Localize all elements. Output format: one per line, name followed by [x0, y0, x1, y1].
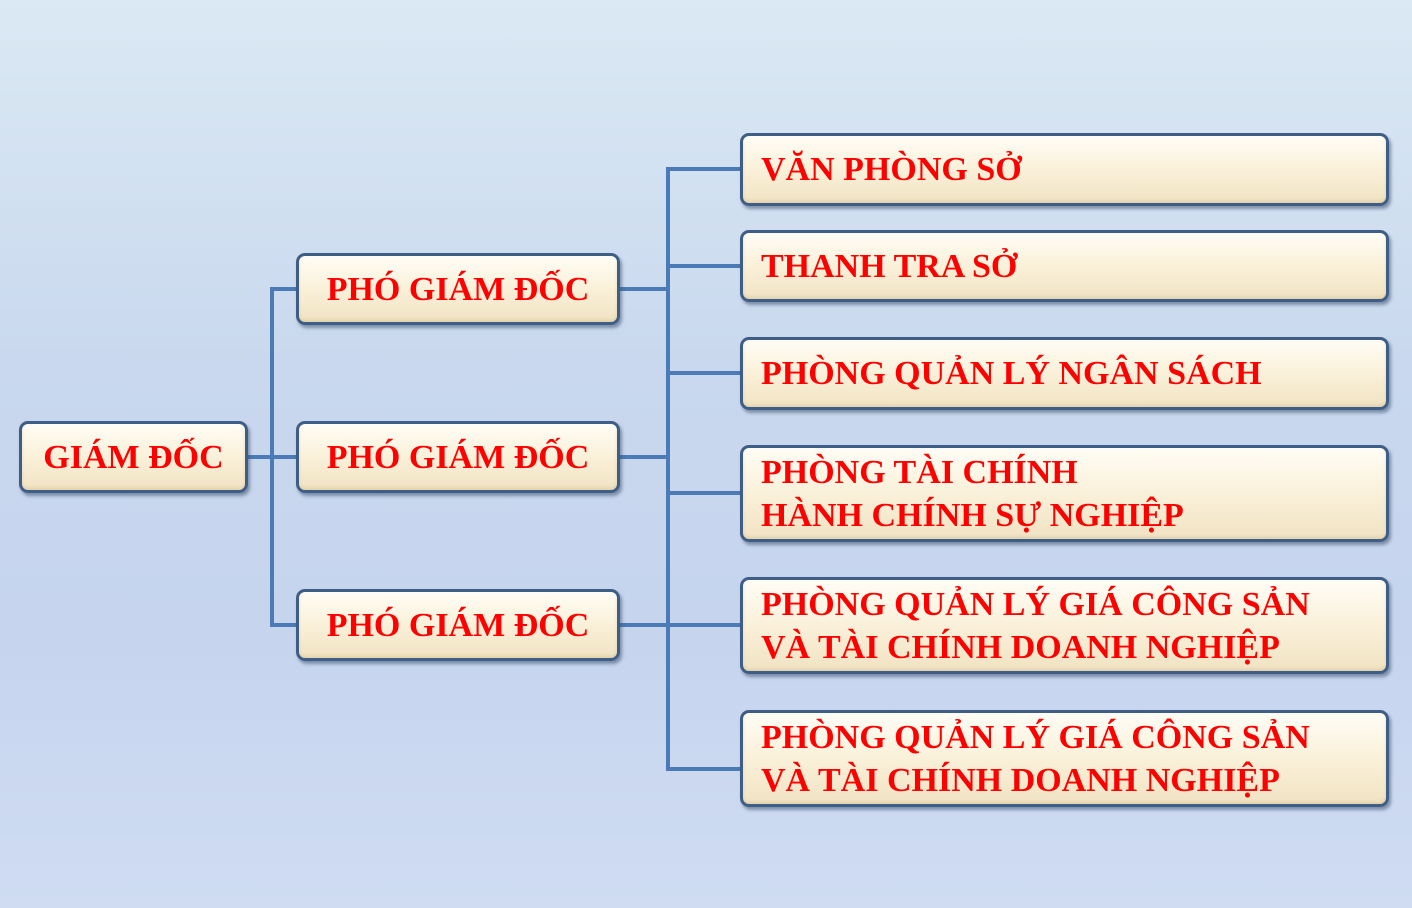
- department-label-line-2: VÀ TÀI CHÍNH DOANH NGHIỆP: [761, 761, 1280, 799]
- deputy-director-label: PHÓ GIÁM ĐỐC: [326, 438, 590, 476]
- department-label-line-1: PHÒNG QUẢN LÝ GIÁ CÔNG SẢN: [761, 718, 1310, 756]
- department-label-line-1: PHÒNG QUẢN LÝ GIÁ CÔNG SẢN: [761, 585, 1310, 623]
- department-box-office: VĂN PHÒNG SỞ: [740, 133, 1389, 206]
- deputy-director-box-3: PHÓ GIÁM ĐỐC: [296, 589, 620, 661]
- department-box-budget: PHÒNG QUẢN LÝ NGÂN SÁCH: [740, 337, 1389, 410]
- department-box-admin-finance: PHÒNG TÀI CHÍNH HÀNH CHÍNH SỰ NGHIỆP: [740, 445, 1389, 542]
- director-box: GIÁM ĐỐC: [19, 421, 248, 493]
- deputy-director-box-1: PHÓ GIÁM ĐỐC: [296, 253, 620, 325]
- department-box-inspection: THANH TRA SỞ: [740, 230, 1389, 302]
- deputy-director-label: PHÓ GIÁM ĐỐC: [326, 606, 590, 644]
- department-label-line-1: PHÒNG TÀI CHÍNH: [761, 453, 1078, 491]
- department-label: VĂN PHÒNG SỞ: [761, 151, 1022, 188]
- director-label: GIÁM ĐỐC: [43, 438, 224, 476]
- deputy-director-box-2: PHÓ GIÁM ĐỐC: [296, 421, 620, 493]
- department-box-price-enterprise-2: PHÒNG QUẢN LÝ GIÁ CÔNG SẢN VÀ TÀI CHÍNH …: [740, 710, 1389, 807]
- department-label: THANH TRA SỞ: [761, 247, 1018, 285]
- department-box-price-enterprise-1: PHÒNG QUẢN LÝ GIÁ CÔNG SẢN VÀ TÀI CHÍNH …: [740, 577, 1389, 674]
- department-label-line-2: VÀ TÀI CHÍNH DOANH NGHIỆP: [761, 628, 1280, 666]
- department-label-line-2: HÀNH CHÍNH SỰ NGHIỆP: [761, 496, 1184, 534]
- department-label: PHÒNG QUẢN LÝ NGÂN SÁCH: [761, 355, 1262, 392]
- deputy-director-label: PHÓ GIÁM ĐỐC: [326, 270, 590, 308]
